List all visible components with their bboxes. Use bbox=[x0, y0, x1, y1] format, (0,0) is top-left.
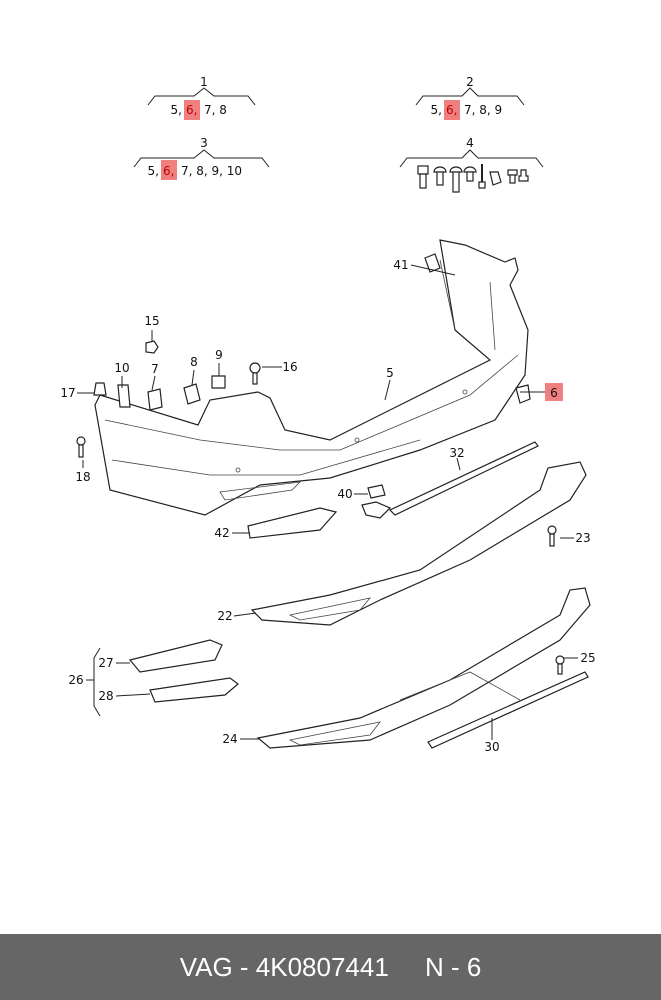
group-items: 5, bbox=[431, 103, 442, 117]
group-4-fasteners: 4 bbox=[399, 136, 544, 193]
highlight-box bbox=[161, 160, 177, 180]
callout-7[interactable]: 7 bbox=[151, 362, 159, 376]
callout-17[interactable]: 17 bbox=[60, 386, 75, 400]
callout-25[interactable]: 25 bbox=[580, 651, 595, 665]
part-number: VAG - 4K0807441 bbox=[179, 951, 389, 982]
page-reference: N - 6 bbox=[424, 951, 482, 982]
callout-42[interactable]: 42 bbox=[214, 526, 229, 540]
diffuser-22 bbox=[250, 461, 587, 626]
group-1: 1 5, 6, 7, 8 bbox=[147, 75, 256, 120]
group-3: 3 5, 6, 7, 8, 9, 10 bbox=[133, 136, 270, 180]
footer-bar: VAG - 4K0807441 N - 6 bbox=[0, 934, 661, 1000]
highlight-box bbox=[545, 383, 563, 401]
leader-lines bbox=[77, 264, 578, 740]
callout-6[interactable]: 6 bbox=[550, 386, 558, 400]
trim-27 bbox=[128, 639, 223, 673]
callout-18[interactable]: 18 bbox=[75, 470, 90, 484]
highlighted-item[interactable]: 6, bbox=[163, 164, 174, 178]
group-items: 5, bbox=[148, 164, 159, 178]
callout-labels: 41 15 10 7 8 9 16 5 17 6 18 32 40 23 42 … bbox=[60, 258, 595, 754]
callout-32[interactable]: 32 bbox=[449, 446, 464, 460]
callout-28[interactable]: 28 bbox=[98, 689, 113, 703]
callout-8[interactable]: 8 bbox=[190, 355, 198, 369]
trim-28 bbox=[149, 677, 239, 703]
footer-spacer bbox=[389, 952, 425, 983]
parts-diagram: 1 5, 6, 7, 8 2 5, 6, 7, 8, 9 3 5, 6, 7, … bbox=[60, 75, 595, 754]
callout-24[interactable]: 24 bbox=[222, 732, 237, 746]
callout-27[interactable]: 27 bbox=[98, 656, 113, 670]
highlight-box bbox=[184, 100, 200, 120]
callout-26[interactable]: 26 bbox=[68, 673, 83, 687]
group-items: 7, 8, 9 bbox=[464, 103, 502, 117]
group-number: 2 bbox=[466, 75, 474, 89]
callout-41[interactable]: 41 bbox=[393, 258, 408, 272]
trim-30 bbox=[427, 671, 589, 749]
group-number: 4 bbox=[466, 136, 474, 150]
callout-16[interactable]: 16 bbox=[282, 360, 297, 374]
group-2: 2 5, 6, 7, 8, 9 bbox=[415, 75, 525, 120]
group-items: 7, 8, 9, 10 bbox=[181, 164, 242, 178]
callout-23[interactable]: 23 bbox=[575, 531, 590, 545]
callout-10[interactable]: 10 bbox=[114, 361, 129, 375]
callout-9[interactable]: 9 bbox=[215, 348, 223, 362]
small-parts bbox=[76, 253, 565, 675]
group-number: 1 bbox=[200, 75, 208, 89]
highlighted-item[interactable]: 6, bbox=[186, 103, 197, 117]
screw-icons bbox=[417, 164, 529, 193]
highlighted-item[interactable]: 6, bbox=[446, 103, 457, 117]
bumper-cover bbox=[94, 239, 529, 516]
highlight-box bbox=[444, 100, 460, 120]
callout-40[interactable]: 40 bbox=[337, 487, 352, 501]
callout-15[interactable]: 15 bbox=[144, 314, 159, 328]
group-items: 5, bbox=[171, 103, 182, 117]
group-number: 3 bbox=[200, 136, 208, 150]
group-items: 7, 8 bbox=[204, 103, 227, 117]
callout-30[interactable]: 30 bbox=[484, 740, 499, 754]
callout-22[interactable]: 22 bbox=[217, 609, 232, 623]
callout-5[interactable]: 5 bbox=[386, 366, 394, 380]
